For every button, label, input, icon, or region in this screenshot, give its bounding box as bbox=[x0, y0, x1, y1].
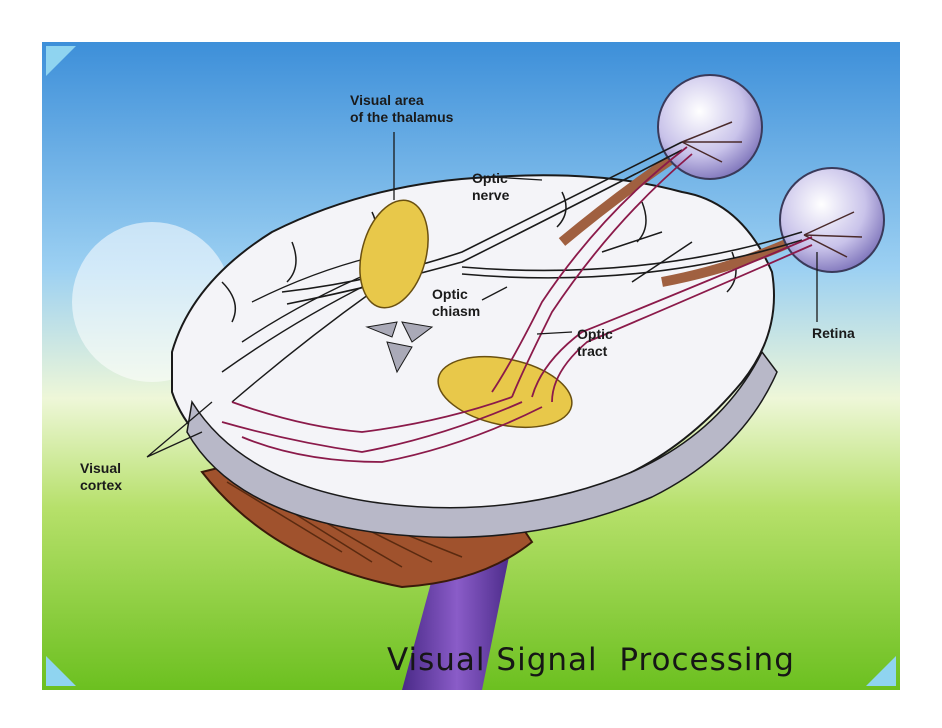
corner-bottom-left bbox=[46, 656, 76, 686]
slide-title: Visual Signal Processing bbox=[387, 642, 795, 678]
eye-upper bbox=[657, 74, 763, 180]
label-thalamus: Visual area of the thalamus bbox=[350, 92, 454, 125]
optic-tract-fibers bbox=[221, 146, 813, 463]
label-visual-cortex: Visual cortex bbox=[80, 460, 123, 493]
label-optic-tract: Optic tract bbox=[577, 326, 613, 359]
brain-diagram bbox=[42, 42, 900, 690]
cortex-radiation bbox=[221, 256, 373, 403]
brainstem bbox=[402, 542, 512, 690]
label-optic-chiasm: Optic chiasm bbox=[432, 286, 481, 319]
thalamus bbox=[359, 199, 429, 309]
ventricles bbox=[365, 321, 434, 374]
label-optic-nerve: Optic nerve bbox=[472, 170, 510, 203]
retina-veins bbox=[681, 121, 863, 258]
corner-bottom-right bbox=[866, 656, 896, 686]
corner-top-left bbox=[46, 46, 76, 76]
brain-rim bbox=[186, 350, 778, 539]
label-retina: Retina bbox=[812, 325, 855, 341]
eye-lower bbox=[779, 167, 885, 273]
optic-nerve-fibers bbox=[281, 141, 803, 305]
callout-lines bbox=[146, 132, 818, 458]
cortex-striations bbox=[226, 481, 463, 568]
slide: Visual area of the thalamus Optic nerve … bbox=[42, 42, 900, 690]
